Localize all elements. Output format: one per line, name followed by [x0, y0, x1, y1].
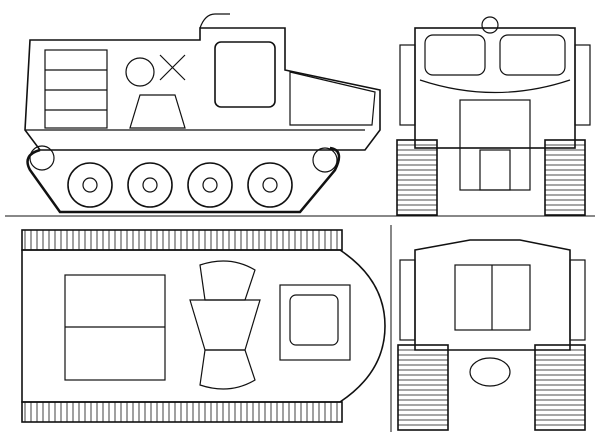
side-track [26, 146, 341, 214]
idler-wheel [312, 147, 338, 173]
top-hull [21, 249, 386, 403]
front-track-right [544, 139, 586, 216]
side-hull [24, 27, 381, 151]
top-track-upper [21, 229, 343, 251]
rear-track-left [397, 344, 449, 431]
drive-sprocket [29, 145, 55, 171]
rear-track-right [534, 344, 586, 431]
wheel-hub [142, 177, 158, 193]
road-wheel [127, 162, 173, 208]
side-view [24, 13, 381, 214]
top-view [21, 229, 386, 423]
wheel-hub [202, 177, 218, 193]
front-hull [414, 27, 576, 149]
wheel-hub [82, 177, 98, 193]
front-view [396, 16, 591, 216]
road-wheel [247, 162, 293, 208]
road-wheel [67, 162, 113, 208]
wheel-hub [262, 177, 278, 193]
top-track-lower [21, 401, 343, 423]
side-hatch-left [44, 49, 108, 129]
front-track-left [396, 139, 438, 216]
road-wheel [187, 162, 233, 208]
rear-view [397, 239, 586, 431]
side-door [214, 41, 276, 108]
side-vent [125, 57, 155, 87]
